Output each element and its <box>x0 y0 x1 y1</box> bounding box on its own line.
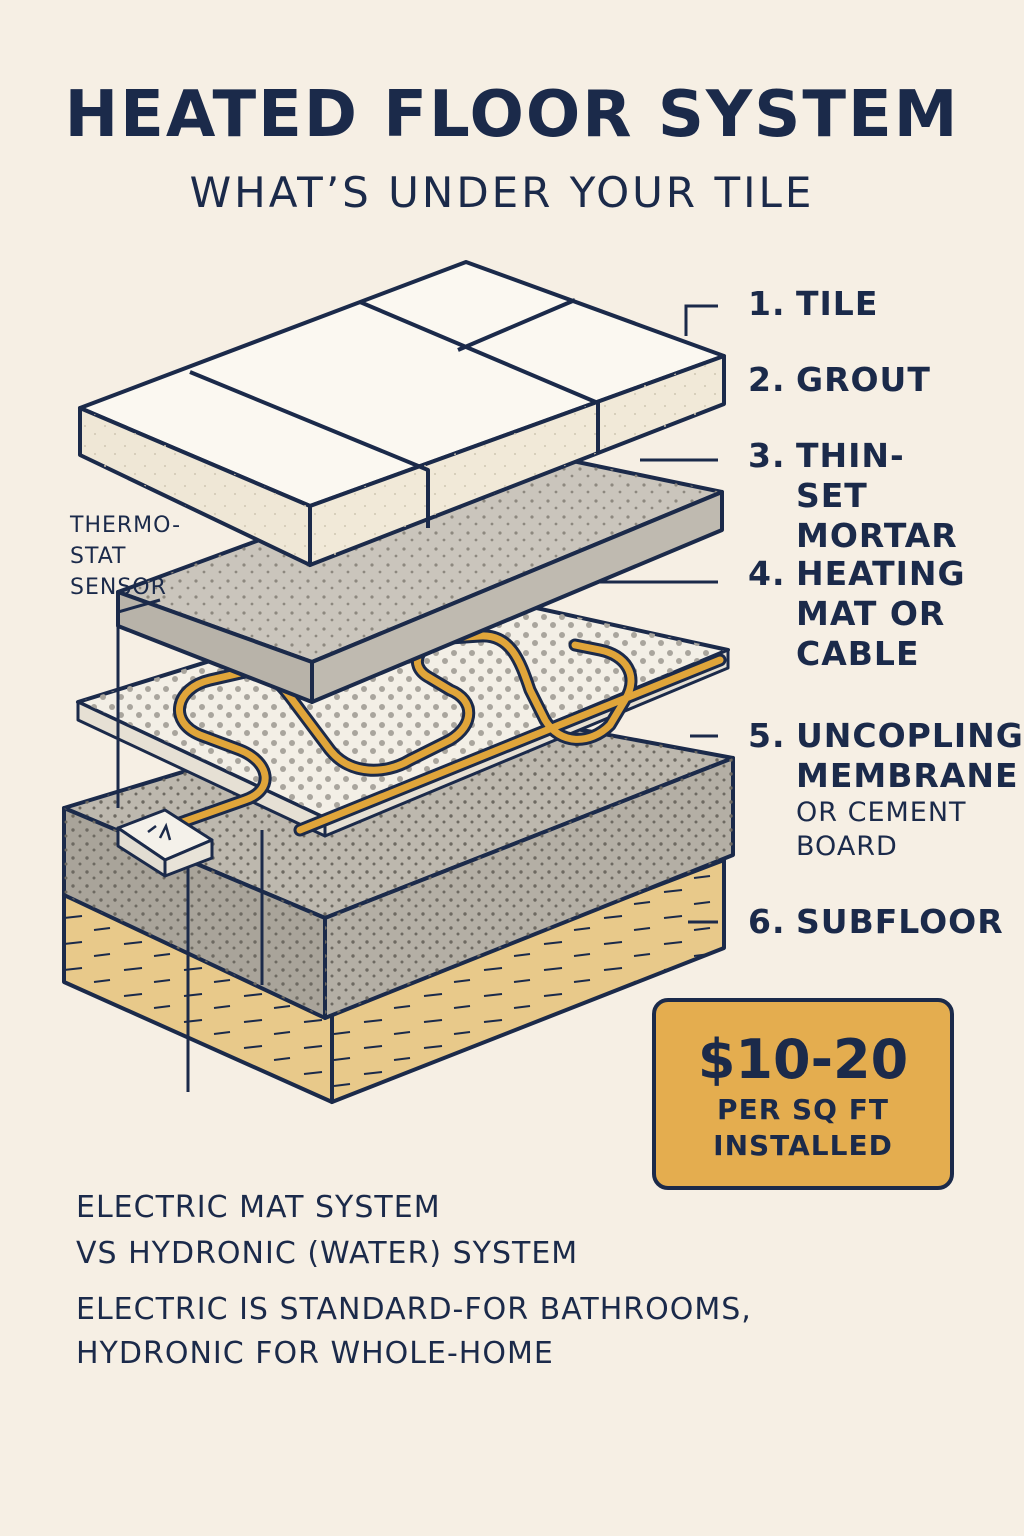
layer-name: GROUT <box>796 360 931 399</box>
layer-label-subfloor: 6. SUBFLOOR <box>748 902 1003 942</box>
layer-name: UNCOPLING MEMBRANE <box>796 716 1024 795</box>
note-line-3: ELECTRIC IS STANDARD-FOR BATHROOMS, <box>76 1292 752 1327</box>
layer-label-heating-mat: 4. HEATING MAT OR CABLE <box>748 554 965 673</box>
sensor-wiring <box>116 598 264 1092</box>
price-unit-line1: PER SQ FT <box>717 1093 889 1126</box>
mortar-layer <box>116 446 724 704</box>
price-amount: $10-20 <box>697 1028 909 1091</box>
price-badge: $10-20 PER SQ FT INSTALLED <box>652 998 954 1190</box>
sensor-label-text: THERMO- STAT SENSOR <box>70 513 182 600</box>
layer-number: 1. <box>748 284 786 323</box>
page-title: HEATED FLOOR SYSTEM <box>64 78 960 152</box>
layer-name: SUBFLOOR <box>796 902 1004 941</box>
layer-label-tile: 1. TILE <box>748 284 877 324</box>
layer-label-mortar: 3. THIN-SET MORTAR <box>748 436 957 555</box>
note-line-1: ELECTRIC MAT SYSTEM <box>76 1190 441 1225</box>
layer-sub-name: OR CEMENT BOARD <box>796 797 967 862</box>
page-subtitle: WHAT’S UNDER YOUR TILE <box>189 168 815 217</box>
layer-number: 6. <box>748 902 786 941</box>
layer-name: HEATING MAT OR CABLE <box>796 554 966 673</box>
layer-number: 2. <box>748 360 786 399</box>
note-line-2: VS HYDRONIC (WATER) SYSTEM <box>76 1236 579 1271</box>
layer-name: TILE <box>796 284 879 323</box>
membrane-layer <box>62 698 735 1020</box>
note-line-4: HYDRONIC FOR WHOLE-HOME <box>76 1336 554 1371</box>
layer-label-grout: 2. GROUT <box>748 360 930 400</box>
layer-number: 4. <box>748 554 786 593</box>
layer-number: 3. <box>748 436 786 475</box>
tile-layer <box>78 260 726 567</box>
layer-number: 5. <box>748 716 786 755</box>
heating-mat-layer <box>76 586 730 838</box>
leader-lines <box>600 304 718 924</box>
thermostat-sensor-label: THERMO- STAT SENSOR <box>70 510 181 603</box>
price-unit-line2: INSTALLED <box>713 1129 893 1162</box>
grout-lines <box>189 298 600 528</box>
thermostat-sensor-icon <box>116 808 214 878</box>
layer-name: THIN-SET MORTAR <box>796 436 958 555</box>
